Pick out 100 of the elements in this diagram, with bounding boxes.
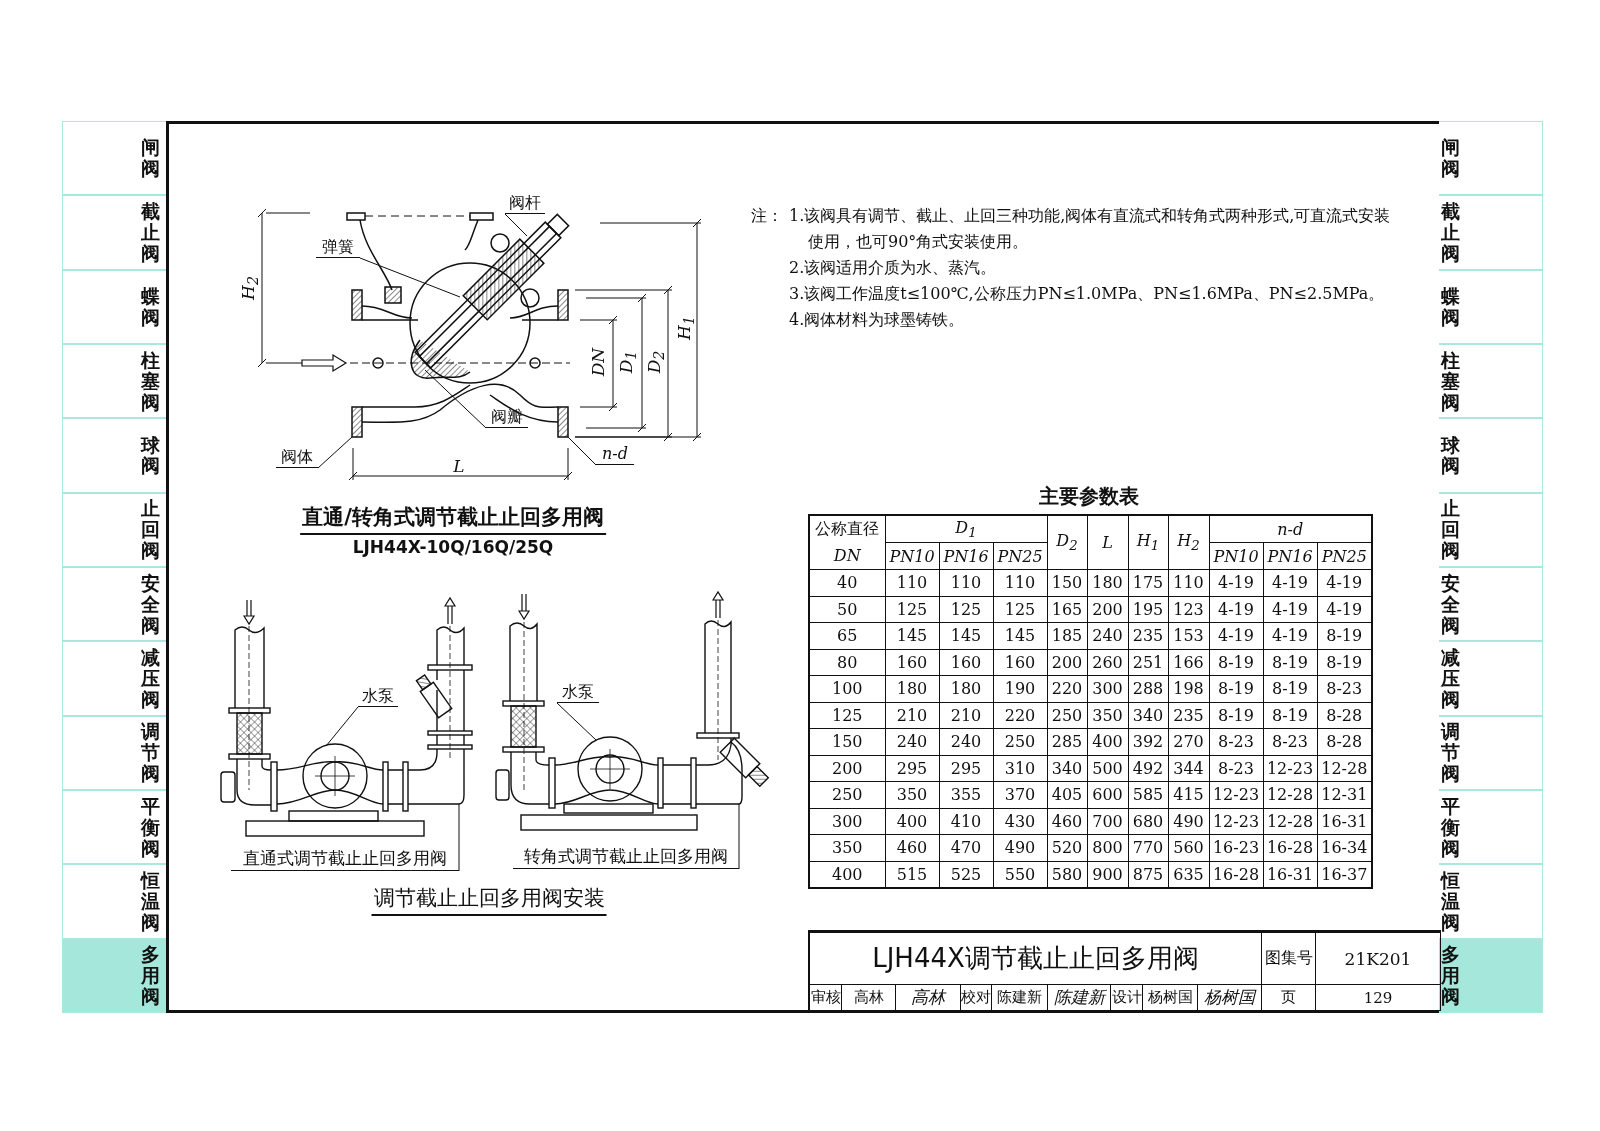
table-cell: 415 [1168, 781, 1209, 808]
table-cell: 175 [1128, 569, 1168, 596]
table-cell: 110 [1168, 569, 1209, 596]
table-cell: 240 [885, 728, 939, 755]
table-cell: PN16 [1263, 542, 1317, 570]
table-cell: 340 [1128, 702, 1168, 729]
table-cell: 200 [1087, 596, 1128, 623]
table-cell: 125 [939, 596, 993, 623]
note-text: 3.该阀工作温度t≤100℃,公称压力PN≤1.0MPa、PN≤1.6MPa、PN≤2.5MPa。 [789, 283, 1386, 305]
table-cell: 8-19 [1209, 675, 1263, 702]
table-cell: 300 [809, 808, 885, 835]
table-cell: 12-28 [1263, 808, 1317, 835]
table-cell: 585 [1128, 781, 1168, 808]
tab-label: 蝶阀 [141, 285, 160, 328]
table-cell: 295 [885, 755, 939, 782]
table-cell: H$_{2}$ [1168, 515, 1209, 570]
title-block-cell: 杨树国 [1143, 985, 1198, 1011]
table-cell: 560 [1168, 834, 1209, 861]
tab-label: 止回阀 [1441, 498, 1460, 562]
title-block-cell: 陈建新 [992, 985, 1048, 1011]
tab-label: 球阀 [141, 434, 160, 477]
note-text: 2.该阀适用介质为水、蒸汽。 [789, 257, 998, 279]
table-cell: 100 [809, 675, 885, 702]
table-cell: 8-19 [1209, 649, 1263, 676]
table-cell: 150 [1047, 569, 1087, 596]
table-cell: 350 [1087, 702, 1128, 729]
signature: 陈建新 [1048, 985, 1111, 1011]
tab-label: 恒温阀 [141, 870, 160, 933]
table-cell: 700 [1087, 808, 1128, 835]
flange [557, 406, 569, 438]
tab-label: 闸阀 [141, 137, 160, 180]
table-cell: 210 [885, 702, 939, 729]
table-cell: 240 [1087, 622, 1128, 649]
table-cell: 4-19 [1209, 569, 1263, 596]
table-cell: 8-19 [1263, 675, 1317, 702]
table-cell: 350 [885, 781, 939, 808]
title-block-cell: 审核 [810, 985, 842, 1011]
title-block-cell: 图集号 [1262, 933, 1316, 985]
table-cell: 270 [1168, 728, 1209, 755]
leader-line [359, 257, 461, 298]
table-cell: 8-23 [1209, 728, 1263, 755]
leader-line [458, 803, 460, 872]
pipe-bend [407, 748, 465, 805]
table-cell: 250 [993, 728, 1047, 755]
table-cell: 251 [1128, 649, 1168, 676]
table-cell: 344 [1168, 755, 1209, 782]
drawing-title: 调节截止止回多用阀安装 [371, 884, 607, 916]
table-cell: 160 [993, 649, 1047, 676]
table-cell: 250 [809, 781, 885, 808]
table-cell: L [1087, 515, 1128, 570]
table-cell: 492 [1128, 755, 1168, 782]
callout-label: 转角式调节截止止回多用阀 [513, 846, 739, 869]
tab-label: 球阀 [1441, 434, 1460, 477]
pipe-bend [695, 737, 743, 805]
table-cell: 50 [809, 596, 885, 623]
callout-label: n-d [596, 444, 634, 465]
table-cell: 4-19 [1263, 622, 1317, 649]
table-cell: 125 [809, 702, 885, 729]
tab-label: 平衡阀 [141, 795, 160, 859]
tab-label: 调节阀 [141, 721, 160, 785]
table-cell: 125 [885, 596, 939, 623]
table-cell: 410 [939, 808, 993, 835]
tab-label: 安全阀 [141, 572, 160, 636]
table-cell: 80 [809, 649, 885, 676]
title-block-cell: 129 [1316, 985, 1441, 1011]
table-cell: 520 [1047, 834, 1087, 861]
table-cell: 4-19 [1263, 569, 1317, 596]
leader-line [556, 702, 597, 741]
table-cell: 200 [1047, 649, 1087, 676]
title-block-cell: 高林 [842, 985, 896, 1011]
table-cell: 145 [993, 622, 1047, 649]
table-cell: 123 [1168, 596, 1209, 623]
dimension-label: DN [589, 347, 607, 377]
table-cell: 400 [1087, 728, 1128, 755]
title-block-cell: LJH44X调节截止止回多用阀 [810, 933, 1262, 985]
tab-label: 减压阀 [141, 647, 160, 710]
table-cell: PN10 [1209, 542, 1263, 570]
table-cell: 125 [993, 596, 1047, 623]
table-cell: 310 [993, 755, 1047, 782]
table-cell: 370 [993, 781, 1047, 808]
table-cell: 250 [1047, 702, 1087, 729]
callout-label: 水泵 [358, 686, 398, 707]
callout-label: 阀瓣 [486, 407, 528, 428]
table-cell: 12-23 [1209, 781, 1263, 808]
callout-label: 水泵 [557, 682, 599, 703]
tab-label: 安全阀 [1441, 572, 1460, 636]
table-cell: 220 [1047, 675, 1087, 702]
table-cell: 300 [1087, 675, 1128, 702]
tab-label: 多用阀 [141, 944, 160, 1008]
table-cell: 8-23 [1263, 728, 1317, 755]
table-cell: 110 [993, 569, 1047, 596]
table-cell: 220 [993, 702, 1047, 729]
leader-line [317, 436, 353, 469]
note-text: 1.该阀具有调节、截止、止回三种功能,阀体有直流式和转角式两种形式,可直流式安装使用，也可90°角式安装使用。 [789, 205, 1392, 253]
note-text: 4.阀体材料为球墨铸铁。 [789, 309, 966, 331]
title-block-cell: 校对 [961, 985, 992, 1011]
table-cell: 460 [1047, 808, 1087, 835]
table-cell: 180 [885, 675, 939, 702]
tab-label: 调节阀 [1441, 721, 1460, 785]
callout-label: 弹簧 [316, 237, 360, 258]
